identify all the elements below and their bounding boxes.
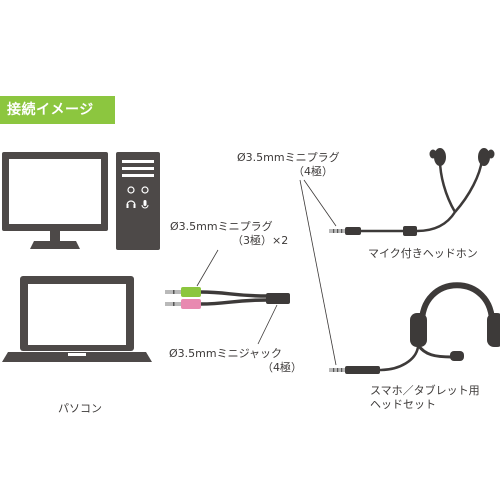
laptop-icon (2, 276, 152, 362)
device-plug-label-line2: （4極） (293, 165, 333, 178)
section-banner: 接続イメージ (0, 96, 115, 124)
leader-plug-2x (196, 249, 219, 287)
earphones-icon (329, 148, 495, 236)
pc-label: パソコン (58, 402, 102, 415)
leader-jack (257, 304, 278, 345)
earphones-label: マイク付きヘッドホン (368, 247, 478, 260)
cable-plug-label-line1: Ø3.5mmミニプラグ (170, 220, 273, 233)
device-plug-label-line1: Ø3.5mmミニプラグ (237, 151, 340, 164)
leader-earphone-plug (303, 179, 337, 227)
cable-plug-label-line2: （3極）×2 (232, 234, 289, 247)
tower-pc-icon (116, 152, 160, 250)
splitter-cable-icon (165, 287, 290, 309)
leader-headset-plug (299, 179, 337, 366)
leader-lines (196, 179, 337, 366)
desktop-monitor-icon (2, 152, 108, 249)
cable-jack-label-line2: （4極） (262, 361, 302, 374)
headset-label-line2: ヘッドセット (370, 398, 436, 411)
cable-jack-label-line1: Ø3.5mmミニジャック (169, 347, 283, 360)
headset-label-line1: スマホ／タブレット用 (370, 384, 480, 397)
headset-icon (329, 282, 500, 374)
